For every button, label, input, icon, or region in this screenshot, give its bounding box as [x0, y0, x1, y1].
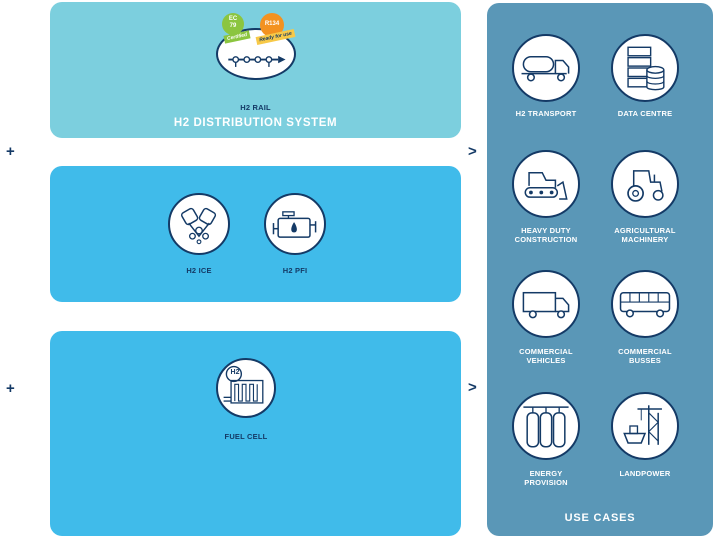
data-centre-circle	[611, 34, 679, 102]
use-case-label: ENERGY PROVISION	[524, 469, 568, 487]
use-case-label: DATA CENTRE	[617, 109, 673, 118]
ec79-badge-line2: 79	[229, 23, 237, 29]
h2-transport-circle	[512, 34, 580, 102]
h2-ice-label: H2 ICE	[186, 266, 212, 275]
use-cases-title: USE CASES	[564, 512, 636, 524]
use-case-label: LANDPOWER	[619, 469, 671, 478]
h2-pfi-label: H2 PFI	[282, 266, 308, 275]
ec79-badge: EC 79	[222, 13, 244, 35]
use-case-label: AGRICULTURAL MACHINERY	[614, 226, 676, 244]
h2-ice-engine-icon	[180, 207, 217, 245]
arrow-operator-1: >	[468, 143, 477, 160]
tractor-icon	[627, 170, 664, 202]
h2-pfi-engine-icon	[272, 211, 317, 238]
fuel-cell-h2-text: H2	[230, 369, 240, 376]
distribution-system-title: H2 DISTRIBUTION SYSTEM	[173, 117, 338, 129]
r134-badge-line1: R134	[264, 21, 280, 27]
arrow-operator-2: >	[468, 379, 477, 396]
pfi-icon-circle	[264, 193, 326, 255]
plus-operator-1: +	[6, 143, 15, 160]
plus-operator-2: +	[6, 380, 15, 397]
ice-icon-circle	[168, 193, 230, 255]
bus-icon	[619, 291, 671, 318]
landpower-circle	[611, 392, 679, 460]
bulldozer-icon	[524, 171, 568, 200]
use-case-label: H2 TRANSPORT	[515, 109, 577, 118]
fuel-cell-panel: H2 FUEL CELL	[50, 331, 461, 536]
use-case-label: HEAVY DUTY CONSTRUCTION	[514, 226, 578, 244]
energy-provision-circle	[512, 392, 580, 460]
h2-rail-icon	[228, 55, 286, 67]
use-case-label: COMMERCIAL VEHICLES	[519, 347, 573, 365]
tanker-truck-icon	[521, 55, 570, 82]
agricultural-circle	[611, 150, 679, 218]
use-cases-panel: H2 TRANSPORT DATA CENTRE HEAVY DUTY CONS…	[487, 3, 713, 536]
truck-icon	[522, 291, 570, 319]
fuel-cell-label: FUEL CELL	[224, 432, 268, 441]
distribution-panel: EC 79 Certified R134 Ready for use H2 RA…	[50, 2, 461, 138]
gas-cylinders-icon	[523, 406, 569, 448]
use-case-label: COMMERCIAL BUSSES	[618, 347, 672, 365]
commercial-busses-circle	[611, 270, 679, 338]
commercial-vehicles-circle	[512, 270, 580, 338]
fuel-cell-icon-circle: H2	[216, 358, 276, 418]
engines-panel: H2 ICE H2 PFI	[50, 166, 461, 302]
construction-circle	[512, 150, 580, 218]
port-crane-ship-icon	[623, 405, 662, 445]
ec79-badge-line1: EC	[228, 16, 238, 22]
fuel-cell-icon	[223, 365, 264, 404]
server-database-icon	[627, 46, 665, 91]
h2-rail-label: H2 RAIL	[240, 103, 271, 112]
